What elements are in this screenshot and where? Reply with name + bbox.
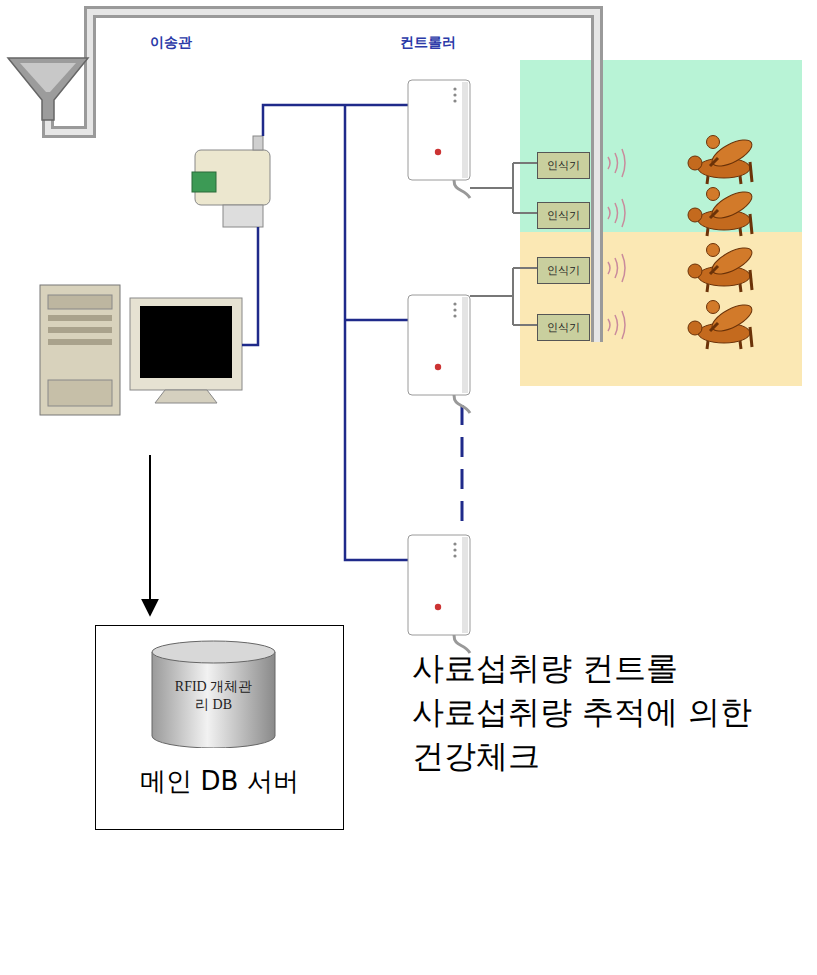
- server-computer: [40, 285, 242, 415]
- feed-pipe: [48, 12, 597, 342]
- controller-device: [453, 93, 456, 96]
- signal-converter: [192, 136, 270, 227]
- controller-device: [454, 180, 470, 198]
- network-line: [345, 105, 408, 560]
- controller-device: [453, 548, 456, 551]
- cattle: [688, 300, 756, 349]
- radio-wave: [608, 311, 625, 339]
- controller-device: [453, 99, 456, 102]
- controller-device: [435, 604, 441, 610]
- feed-pipe: [48, 12, 597, 342]
- controller-device: [462, 82, 468, 178]
- server-box: 메인 DB 서버 RFID 개체관리 DB: [95, 625, 344, 830]
- pen-region: [520, 232, 802, 386]
- radio-wave: [608, 254, 625, 282]
- controller-device: [462, 537, 468, 633]
- radio-wave: [608, 199, 625, 227]
- reader-label: 인식기: [547, 263, 580, 278]
- controller-device: [453, 87, 456, 90]
- controller-device: [408, 535, 470, 635]
- database-label: RFID 개체관리 DB: [169, 678, 259, 714]
- controller-device: [408, 295, 470, 413]
- reader-wire: [470, 163, 537, 325]
- controller-label: 컨트롤러: [400, 34, 456, 52]
- controller-device: [454, 395, 470, 413]
- server-computer: [40, 285, 120, 415]
- cattle: [688, 135, 756, 184]
- database-cylinder: RFID 개체관리 DB: [151, 640, 276, 748]
- controller-device: [453, 308, 456, 311]
- cattle: [688, 187, 756, 236]
- server-computer: [48, 339, 112, 345]
- feed-hopper: [8, 58, 88, 120]
- reader-label: 인식기: [547, 320, 580, 335]
- network-line: [461, 405, 464, 522]
- server-computer: [48, 315, 112, 321]
- reader-wire: [470, 268, 537, 325]
- pipe-label: 이송관: [150, 34, 192, 52]
- signal-converter: [223, 205, 263, 227]
- feed-pipe: [48, 12, 597, 342]
- server-computer: [140, 306, 232, 378]
- network-line: [242, 227, 258, 345]
- reader-label: 인식기: [547, 208, 580, 223]
- controller-device: [453, 542, 456, 545]
- server-label: 메인 DB 서버: [96, 764, 343, 799]
- server-computer: [48, 327, 112, 333]
- cylinder-body: [152, 652, 275, 748]
- caption-text: 사료섭취량 컨트롤 사료섭취량 추적에 의한 건강체크: [412, 646, 802, 778]
- controller-device: [408, 80, 470, 198]
- radio-wave: [608, 149, 625, 177]
- reader-box: 인식기: [537, 257, 590, 284]
- controller-device: [435, 364, 441, 370]
- controller-device: [453, 302, 456, 305]
- cattle: [688, 135, 756, 349]
- signal-converter: [192, 172, 216, 192]
- server-computer: [48, 380, 112, 406]
- controller-device: [453, 554, 456, 557]
- reader-box: 인식기: [537, 314, 590, 341]
- cattle: [688, 243, 756, 292]
- server-computer: [130, 298, 242, 390]
- reader-box: 인식기: [537, 202, 590, 229]
- network-line: [345, 319, 408, 322]
- reader-wire: [470, 163, 537, 213]
- controller-device: [408, 80, 470, 180]
- cylinder-top: [152, 641, 275, 663]
- reader-box: 인식기: [537, 152, 590, 179]
- data-arrow: [149, 455, 151, 615]
- server-computer: [48, 295, 112, 309]
- server-computer: [155, 390, 217, 403]
- controller-device: [408, 535, 470, 653]
- controller-device: [453, 314, 456, 317]
- controller-device: [462, 297, 468, 393]
- signal-converter: [253, 136, 263, 150]
- controller-device: [435, 149, 441, 155]
- network-line: [263, 105, 408, 136]
- feed-hopper: [20, 63, 76, 92]
- feed-hopper: [8, 58, 88, 120]
- reader-label: 인식기: [547, 158, 580, 173]
- controller-device: [408, 295, 470, 395]
- pen-region: [520, 60, 802, 232]
- radio-wave: [608, 149, 625, 339]
